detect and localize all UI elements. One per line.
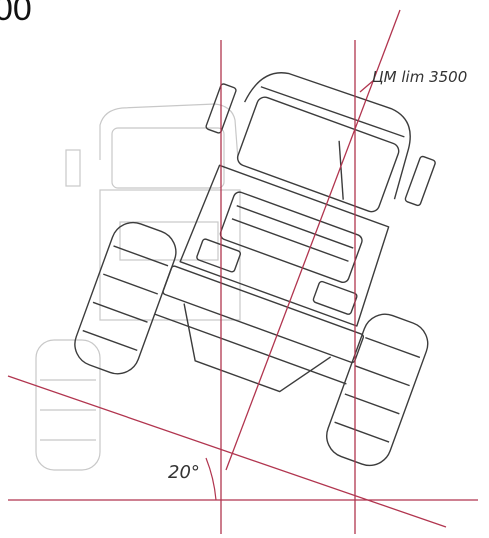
ghost-body — [99, 189, 241, 321]
tilted-truck — [74, 72, 436, 467]
center-of-mass-label: ЦМ lim 3500 — [372, 68, 468, 86]
cab-body — [179, 164, 390, 327]
tilt-angle-label: 20° — [168, 462, 200, 483]
ghost-windshield — [111, 127, 225, 189]
windshield — [236, 96, 400, 213]
cab-roof-visor — [260, 86, 405, 138]
corner-number: 00 — [0, 0, 32, 28]
ghost-cab-outline — [99, 103, 239, 161]
right-wheel-tread-3 — [344, 393, 400, 415]
right-wheel-tread-1 — [365, 336, 421, 359]
ghost-grille — [119, 221, 219, 261]
left-wheel — [74, 221, 177, 375]
windshield-wiper — [338, 140, 344, 200]
right-wheel-tread-4 — [334, 421, 390, 443]
ghost-left-wheel — [35, 339, 101, 471]
ghost-side-mirror — [65, 149, 81, 187]
left-side-mirror — [205, 83, 237, 134]
right-side-mirror — [404, 155, 436, 207]
left-wheel-tread-1 — [113, 245, 169, 267]
construction-lines — [7, 9, 478, 534]
angle-arc — [205, 457, 217, 501]
left-wheel-tread-3 — [92, 301, 148, 323]
cab-roof-outline — [244, 72, 411, 200]
right-wheel-tread-2 — [354, 365, 410, 387]
right-headlight — [312, 280, 358, 315]
left-wheel-tread-2 — [103, 273, 159, 295]
cg-label-leader — [359, 79, 375, 93]
center-of-mass-axis — [225, 9, 401, 471]
grille-slat-1 — [236, 205, 354, 249]
axle-suspension — [183, 303, 332, 393]
axle-beam — [154, 313, 347, 385]
right-wheel — [326, 313, 429, 467]
left-headlight — [196, 238, 242, 273]
grille-slat-2 — [231, 218, 349, 262]
left-wheel-tread-4 — [82, 329, 138, 352]
inclined-slope-line — [7, 375, 447, 528]
